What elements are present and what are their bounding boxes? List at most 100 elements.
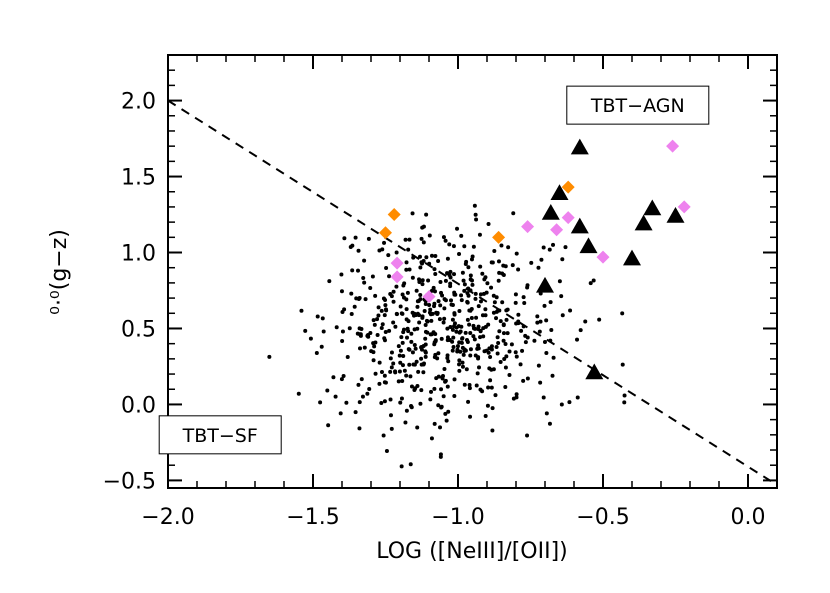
data-point-diamond xyxy=(677,200,691,214)
data-point xyxy=(477,232,482,237)
data-point xyxy=(473,291,478,296)
data-point xyxy=(299,308,304,313)
data-point xyxy=(388,369,393,374)
data-point xyxy=(500,300,505,305)
plot-frame xyxy=(167,54,778,489)
data-point xyxy=(366,236,371,241)
data-point xyxy=(473,212,478,217)
data-point xyxy=(486,385,491,390)
data-point xyxy=(357,326,362,331)
data-point xyxy=(404,267,409,272)
data-point xyxy=(455,349,460,354)
data-point xyxy=(372,344,377,349)
data-point xyxy=(525,285,530,290)
data-point xyxy=(476,356,481,361)
data-point xyxy=(375,317,380,322)
data-point xyxy=(382,313,387,318)
data-point-triangle xyxy=(666,207,685,223)
data-point xyxy=(410,275,415,280)
data-point xyxy=(432,342,437,347)
data-point xyxy=(496,278,501,283)
data-point xyxy=(465,338,470,343)
data-point xyxy=(514,395,519,400)
data-point xyxy=(450,317,455,322)
data-point xyxy=(523,333,528,338)
data-point xyxy=(419,236,424,241)
data-point xyxy=(340,310,345,315)
data-point xyxy=(481,334,486,339)
data-point xyxy=(409,339,414,344)
data-point xyxy=(442,366,447,371)
annotation-box xyxy=(158,415,282,455)
data-point xyxy=(420,278,425,283)
data-point xyxy=(404,408,409,413)
data-point xyxy=(408,462,413,467)
data-point xyxy=(439,405,444,410)
data-point xyxy=(396,344,401,349)
data-point xyxy=(470,278,475,283)
data-point xyxy=(398,348,403,353)
data-point xyxy=(423,336,428,341)
data-point xyxy=(476,304,481,309)
data-point-triangle xyxy=(579,237,598,254)
data-point-triangle xyxy=(623,249,641,266)
data-point xyxy=(400,340,405,345)
data-point xyxy=(535,320,540,325)
data-point xyxy=(417,313,422,318)
data-point xyxy=(394,284,399,289)
data-point xyxy=(375,333,380,338)
data-point xyxy=(363,297,368,302)
data-point xyxy=(400,292,405,297)
data-point xyxy=(388,356,393,361)
data-point xyxy=(419,388,424,393)
data-point xyxy=(462,282,467,287)
data-point xyxy=(544,350,549,355)
data-point xyxy=(472,337,477,342)
data-point xyxy=(478,329,483,334)
data-point xyxy=(356,248,361,253)
data-point xyxy=(377,381,382,386)
data-point-diamond xyxy=(666,139,680,153)
data-point xyxy=(382,399,387,404)
data-point xyxy=(443,411,448,416)
data-point xyxy=(423,323,428,328)
data-point xyxy=(431,285,436,290)
data-point xyxy=(442,316,447,321)
data-point xyxy=(497,270,502,275)
data-point xyxy=(382,373,387,378)
data-point xyxy=(448,269,453,274)
data-point xyxy=(451,244,456,249)
data-point xyxy=(436,351,441,356)
y-tick-label: 0.0 xyxy=(121,393,156,418)
data-point-triangle xyxy=(643,199,662,216)
data-point-diamond xyxy=(387,208,401,222)
data-point xyxy=(405,290,410,295)
data-point xyxy=(445,326,450,331)
y-tick-label: 1.0 xyxy=(121,242,156,267)
x-tick-label: −1.0 xyxy=(431,505,484,530)
data-point xyxy=(429,253,434,258)
data-point xyxy=(457,358,462,363)
data-point xyxy=(470,254,475,259)
data-point xyxy=(430,288,435,293)
data-point xyxy=(432,267,437,272)
data-point xyxy=(483,307,488,312)
data-point xyxy=(550,373,555,378)
data-point xyxy=(389,350,394,355)
data-point xyxy=(401,283,406,288)
data-point xyxy=(470,282,475,287)
data-point xyxy=(480,271,485,276)
data-point xyxy=(399,464,404,469)
data-point xyxy=(493,393,498,398)
data-point-diamond xyxy=(422,290,436,304)
data-point xyxy=(547,247,552,252)
x-tick-label: −1.5 xyxy=(286,505,339,530)
data-point xyxy=(471,334,476,339)
data-point xyxy=(438,279,443,284)
data-point xyxy=(361,275,366,280)
data-point xyxy=(427,261,432,266)
data-point xyxy=(497,329,502,334)
data-point xyxy=(464,367,469,372)
data-point xyxy=(441,394,446,399)
plot-content xyxy=(168,99,777,486)
